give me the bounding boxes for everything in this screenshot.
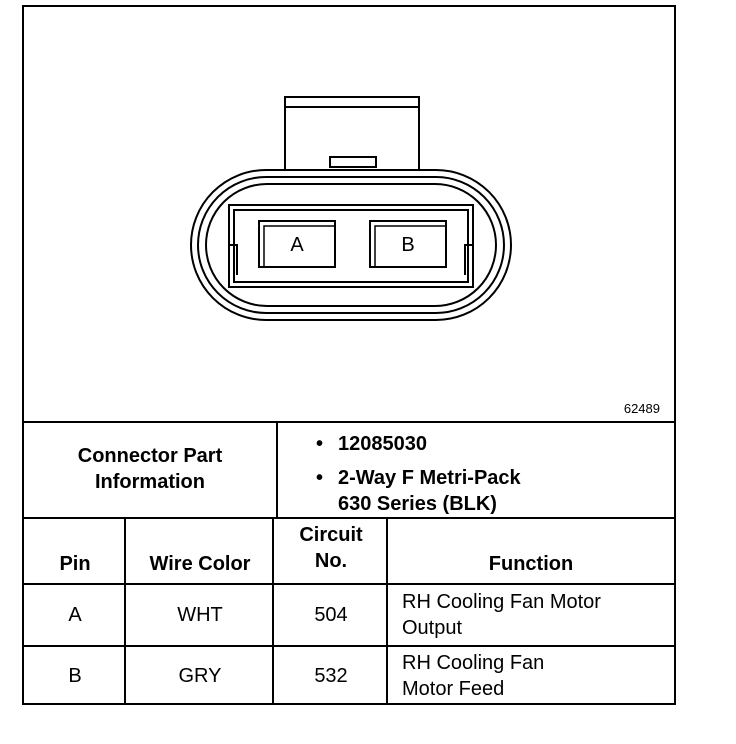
part-number-item: • 12085030 bbox=[316, 431, 521, 457]
bullet: • bbox=[316, 467, 324, 489]
header-function: Function bbox=[488, 553, 574, 575]
connector-type: 2-Way F Metri-Pack 630 Series (BLK) bbox=[338, 465, 521, 517]
connector-info-label-line1: Connector Part bbox=[77, 445, 223, 467]
bullet: • bbox=[316, 433, 324, 455]
header-pin: Pin bbox=[59, 553, 91, 575]
row-b-function-line2: Motor Feed bbox=[402, 678, 505, 700]
connector-type-line2: 630 Series (BLK) bbox=[338, 493, 497, 515]
pin-b-terminal: B bbox=[369, 220, 447, 268]
row-a-wire-color: WHT bbox=[177, 603, 223, 626]
header-circuit-no: Circuit No. bbox=[274, 519, 388, 583]
connector-latch bbox=[284, 96, 420, 178]
row-b-wire-color: GRY bbox=[178, 664, 222, 687]
connector-drawing: A B bbox=[190, 96, 512, 321]
pin-a-label: A bbox=[290, 234, 304, 256]
connector-info-label: Connector Part Information bbox=[24, 421, 278, 517]
row-a-pin: A bbox=[68, 603, 82, 626]
row-b-pin: B bbox=[68, 664, 82, 687]
table-divider bbox=[386, 519, 388, 705]
table-divider bbox=[272, 519, 274, 705]
connector-info-values: • 12085030 • 2-Way F Metri-Pack 630 Seri… bbox=[316, 431, 521, 517]
connector-sheet: A B 62489 Connector Part Information • 1… bbox=[22, 5, 676, 705]
pin-a-terminal: A bbox=[258, 220, 336, 268]
row-b-function-line1: RH Cooling Fan bbox=[402, 652, 545, 674]
connector-shell bbox=[190, 169, 512, 321]
row-a-function-line1: RH Cooling Fan Motor bbox=[402, 591, 601, 613]
header-circuit-line1: Circuit bbox=[299, 524, 363, 546]
connector-cavity bbox=[228, 204, 474, 288]
row-a-circuit: 504 bbox=[314, 603, 348, 626]
row-a-function: RH Cooling Fan Motor Output bbox=[388, 585, 674, 645]
connector-diagram: A B 62489 bbox=[24, 7, 674, 423]
part-number: 12085030 bbox=[338, 433, 427, 455]
connector-type-line1: 2-Way F Metri-Pack bbox=[338, 467, 521, 489]
header-circuit-line2: No. bbox=[314, 550, 348, 572]
row-b-circuit: 532 bbox=[314, 664, 348, 687]
table-divider bbox=[124, 519, 126, 705]
figure-id: 62489 bbox=[623, 401, 660, 416]
header-wire-color: Wire Color bbox=[149, 553, 251, 575]
connector-info-row: Connector Part Information • 12085030 • … bbox=[24, 421, 674, 519]
connector-info-label-line2: Information bbox=[95, 471, 205, 493]
connector-type-item: • 2-Way F Metri-Pack 630 Series (BLK) bbox=[316, 465, 521, 517]
row-a-function-line2: Output bbox=[402, 617, 463, 639]
table-divider bbox=[24, 645, 674, 647]
pin-b-label: B bbox=[401, 234, 414, 256]
pin-table: Pin Wire Color Circuit No. Function A WH… bbox=[24, 519, 674, 705]
table-divider bbox=[24, 583, 674, 585]
row-b-function: RH Cooling Fan Motor Feed bbox=[388, 647, 674, 705]
